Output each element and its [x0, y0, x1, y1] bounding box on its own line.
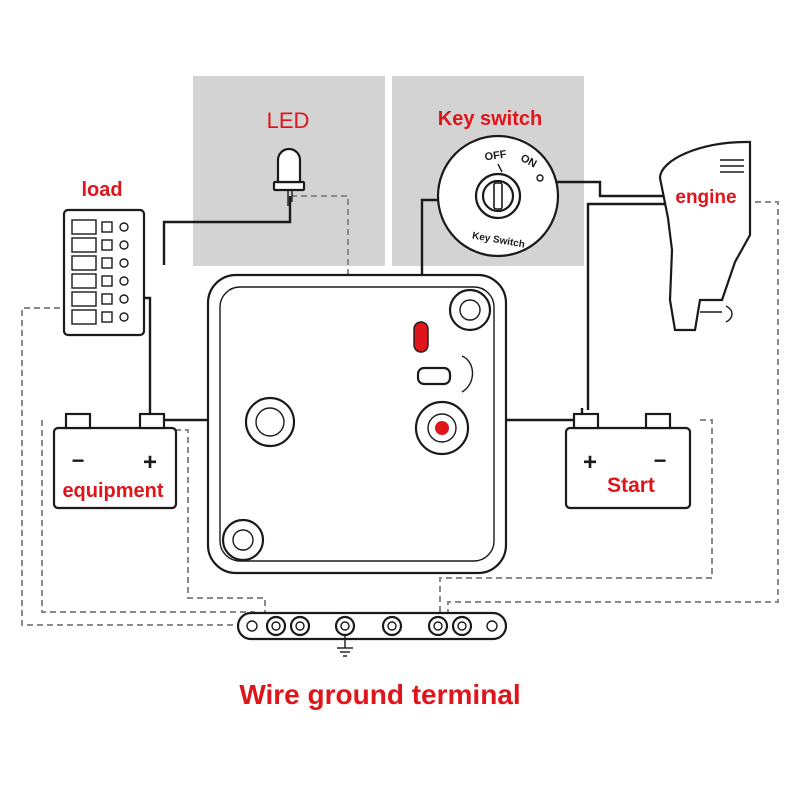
red-terminal-dot [435, 421, 449, 435]
start-plus: + [583, 449, 597, 476]
start-minus: − [654, 448, 667, 473]
ground-symbol-icon [337, 635, 353, 657]
equipment-plus: + [143, 449, 157, 476]
start-battery [564, 412, 692, 510]
key-switch-off-text: OFF [484, 149, 508, 164]
equipment-minus: − [72, 448, 85, 473]
ground-terminal-label: Wire ground terminal [239, 679, 520, 710]
status-led [413, 321, 429, 353]
load-panel [62, 208, 146, 337]
ground-bus-bar [236, 611, 508, 641]
start-label: Start [607, 474, 655, 497]
engine-label: engine [675, 187, 736, 208]
led-component [272, 147, 306, 206]
led-label: LED [267, 108, 310, 133]
engine-component [658, 140, 752, 332]
load-label: load [81, 179, 122, 201]
equipment-battery [52, 412, 178, 510]
equipment-label: equipment [62, 480, 163, 502]
key-switch-component [436, 134, 560, 258]
battery-isolator [206, 273, 508, 575]
key-switch-label: Key switch [438, 108, 542, 130]
